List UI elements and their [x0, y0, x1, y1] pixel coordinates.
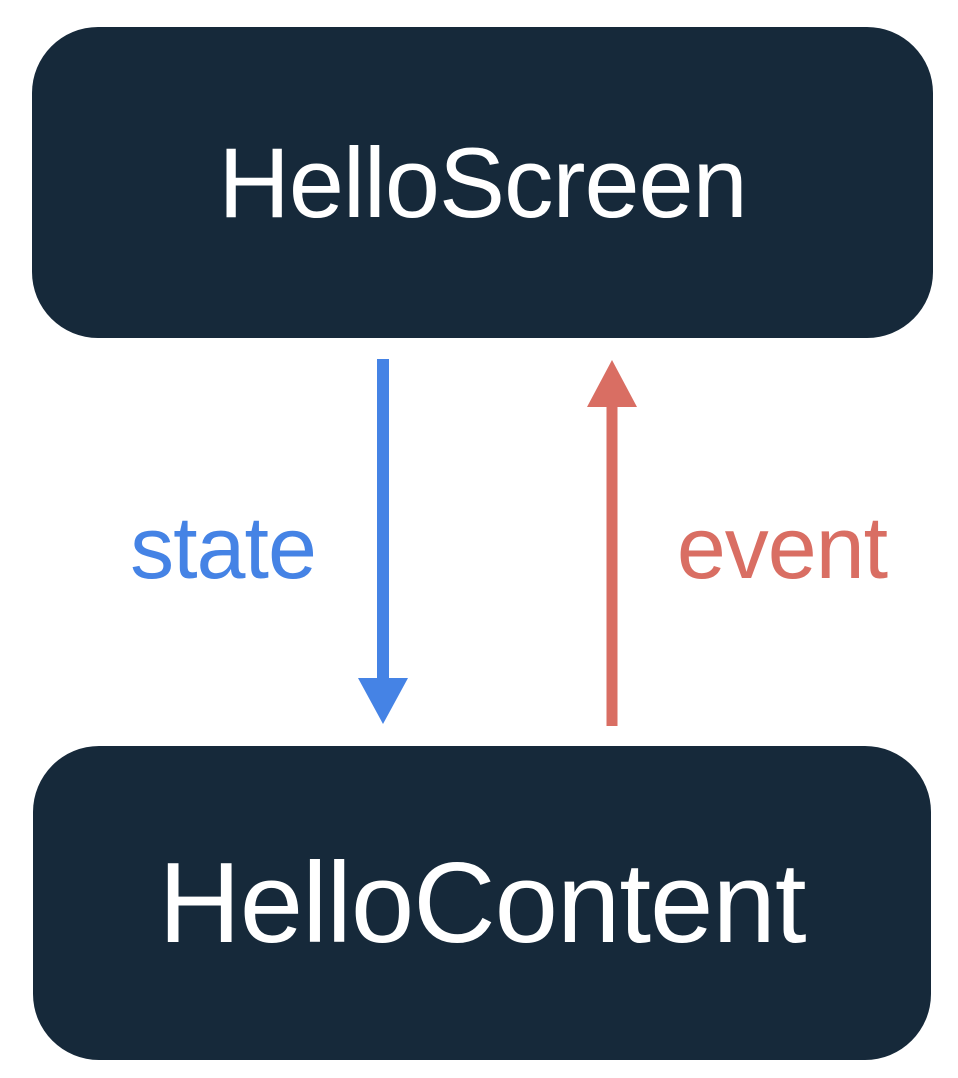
state-arrow-down-icon [358, 359, 408, 724]
hello-content-box: HelloContent [33, 746, 931, 1060]
event-arrow-up-icon [587, 360, 637, 726]
event-arrow-head [587, 360, 637, 407]
state-arrow-head [358, 678, 408, 724]
hello-screen-label: HelloScreen [218, 126, 747, 238]
event-flow-label: event [676, 498, 888, 597]
hello-screen-box: HelloScreen [32, 27, 933, 338]
hello-content-label: HelloContent [158, 839, 806, 967]
state-flow-label: state [130, 498, 317, 597]
